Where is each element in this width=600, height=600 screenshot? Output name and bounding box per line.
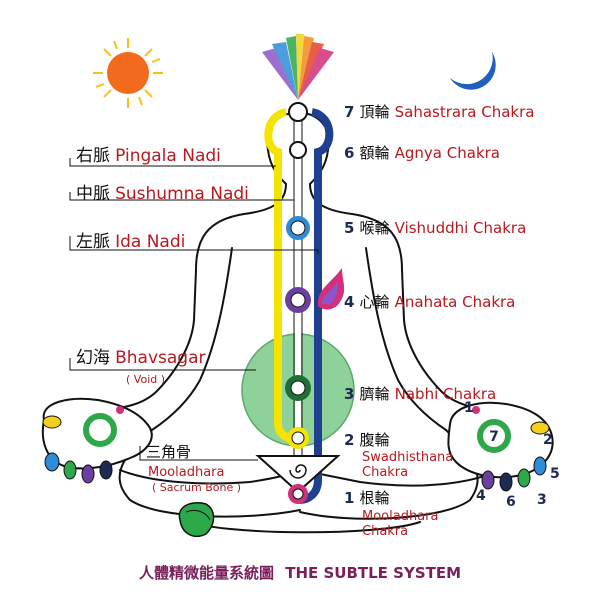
- lap-hand: [178, 502, 215, 538]
- chakra-7-number: 7: [344, 103, 355, 121]
- chakra-4-label: 4 心輪 Anahata Chakra: [344, 294, 515, 310]
- chakra-nodes: [285, 102, 311, 504]
- chakra-2-number: 2: [344, 431, 355, 449]
- chakra-1-node: [288, 484, 308, 504]
- sacrum-name: Mooladhara: [148, 465, 225, 480]
- diagram-title: 人體精微能量系統圖 THE SUBTLE SYSTEM: [0, 562, 600, 583]
- hand-number-4: 4: [476, 488, 486, 504]
- chakra-4-node: [285, 287, 311, 313]
- chakra-2-name-block: Swadhisthana Chakra: [362, 451, 453, 479]
- moon-icon: [450, 52, 496, 90]
- svg-text:7: 7: [489, 429, 499, 445]
- chakra-4-name: Anahata Chakra: [394, 293, 516, 311]
- title-cjk: 人體精微能量系統圖: [138, 564, 274, 582]
- bhavsagar-sub: ( Void ): [126, 373, 166, 386]
- sacrum-triangle-icon: [255, 455, 341, 494]
- nadi-sushumna-label: 中脈 Sushumna Nadi: [76, 186, 249, 203]
- chakra-3-cjk: 臍輪: [359, 385, 390, 403]
- sacrum-sub: ( Sacrum Bone ): [152, 481, 242, 494]
- chakra-5-node: [286, 216, 310, 240]
- chakra-6-name: Agnya Chakra: [394, 144, 500, 162]
- chakra-2-cjk: 腹輪: [359, 431, 390, 449]
- nadi-sushumna-cjk: 中脈: [76, 184, 110, 204]
- chakra-3-number: 3: [344, 385, 355, 403]
- chakra-1-name-block: Mooladhara Chakra: [362, 510, 438, 538]
- nadi-pingala-label: 右脈 Pingala Nadi: [76, 148, 221, 165]
- hand-number-5: 5: [550, 466, 560, 482]
- chakra-6-cjk: 額輪: [359, 144, 390, 162]
- chakra-2-name: Swadhisthana: [362, 450, 454, 465]
- hand-number-6: 6: [506, 494, 516, 510]
- hand-number-2: 2: [543, 432, 553, 448]
- chakra-3-node: [285, 375, 311, 401]
- leader-lines: [69, 158, 319, 461]
- chakra-5-name: Vishuddhi Chakra: [394, 219, 527, 237]
- chakra-4-cjk: 心輪: [359, 293, 390, 311]
- nadi-ida-cjk: 左脈: [76, 232, 110, 252]
- title-en: THE SUBTLE SYSTEM: [285, 564, 462, 582]
- chakra-7-node: [288, 102, 308, 122]
- chakra-2-name-line2: Chakra: [362, 465, 409, 480]
- chakra-1-label: 1 根輪: [344, 490, 390, 506]
- nadi-ida-name: Ida Nadi: [115, 232, 186, 252]
- chakra-2-node: [287, 427, 309, 449]
- chakra-1-cjk: 根輪: [359, 489, 390, 507]
- chakra-1-number: 1: [344, 489, 355, 507]
- chakra-1-name-line2: Chakra: [362, 524, 409, 539]
- nadi-pingala-name: Pingala Nadi: [115, 146, 221, 166]
- nadi-sushumna-name: Sushumna Nadi: [115, 184, 249, 204]
- chakra-6-label: 6 額輪 Agnya Chakra: [344, 145, 500, 161]
- crown-rays: [262, 34, 334, 100]
- chakra-7-label: 7 頂輪 Sahastrara Chakra: [344, 104, 534, 120]
- sun-icon: [93, 38, 163, 108]
- bhavsagar-name: Bhavsagar: [115, 348, 206, 368]
- left-hand: [41, 397, 153, 484]
- chakra-5-label: 5 喉輪 Vishuddhi Chakra: [344, 220, 526, 236]
- chakra-7-name: Sahastrara Chakra: [394, 103, 535, 121]
- bhavsagar-cjk: 幻海: [76, 348, 110, 368]
- bhavsagar-label: 幻海 Bhavsagar: [76, 350, 205, 367]
- hand-number-1: 1: [464, 400, 474, 416]
- chakra-2-label: 2 腹輪: [344, 432, 390, 448]
- sacrum-cjk: 三角骨: [146, 443, 192, 461]
- nadi-ida-label: 左脈 Ida Nadi: [76, 234, 185, 251]
- chakra-3-label: 3 臍輪 Nabhi Chakra: [344, 386, 496, 402]
- chakra-5-cjk: 喉輪: [359, 219, 390, 237]
- chakra-1-name: Mooladhara: [362, 509, 439, 524]
- chakra-6-number: 6: [344, 144, 355, 162]
- chakra-6-node: [289, 141, 307, 159]
- chakra-5-number: 5: [344, 219, 355, 237]
- chakra-7-cjk: 頂輪: [359, 103, 390, 121]
- chakra-4-number: 4: [344, 293, 355, 311]
- right-hand: 7: [447, 401, 554, 492]
- chakra-3-name: Nabhi Chakra: [394, 385, 497, 403]
- hand-number-3: 3: [537, 492, 547, 508]
- heart-flame-icon: [317, 268, 345, 310]
- nadi-pingala-cjk: 右脈: [76, 146, 110, 166]
